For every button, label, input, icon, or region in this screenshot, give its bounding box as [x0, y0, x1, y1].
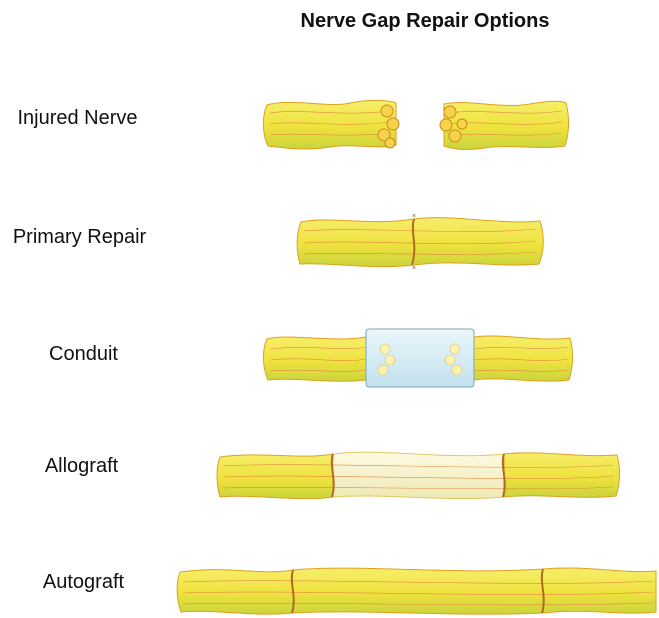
svg-text:×: ×: [412, 213, 416, 220]
injured-nerve-left-stump: [263, 100, 399, 149]
injured-nerve-right-stump: [440, 101, 569, 149]
allograft-nerve: [217, 452, 620, 498]
conduit-nerve: [263, 329, 572, 387]
svg-text:×: ×: [412, 265, 416, 272]
autograft-nerve: [177, 568, 656, 614]
primary-repair-nerve: × ×: [297, 213, 543, 272]
